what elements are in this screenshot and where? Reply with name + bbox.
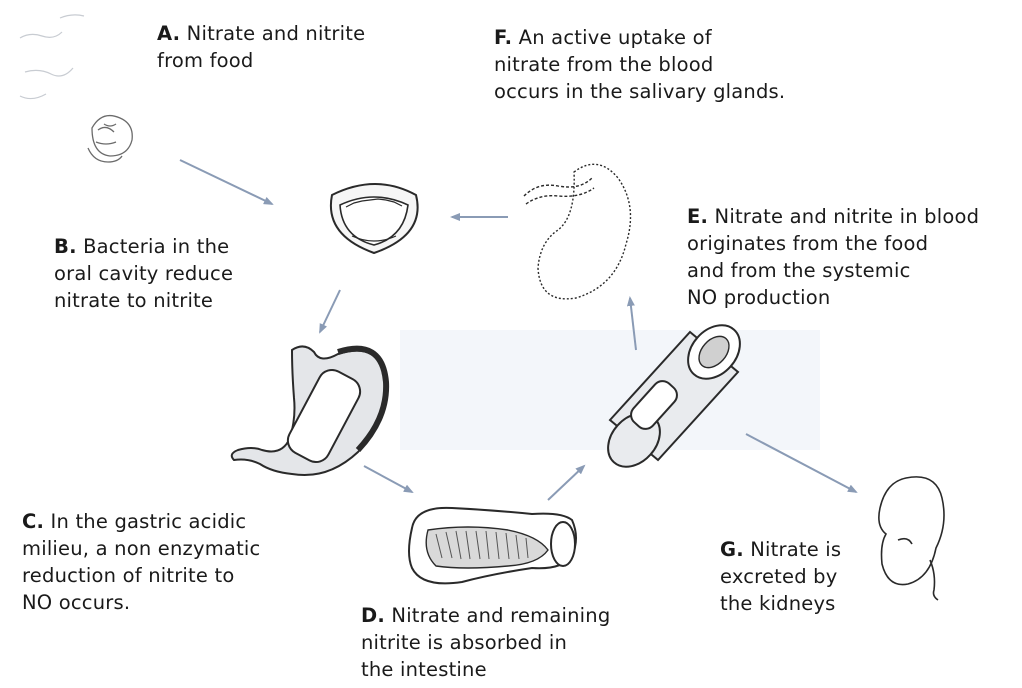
arrow-intestine-to-vessel [548, 466, 584, 500]
step-g-line-2: excreted by [720, 563, 841, 590]
step-g-line-1: Nitrate is [750, 538, 841, 561]
step-b-line-1: Bacteria in the [83, 235, 229, 258]
intestine-icon [409, 508, 576, 584]
scan-marks [20, 15, 84, 99]
step-e-letter: E. [687, 205, 708, 228]
step-a-line-1: Nitrate and nitrite [187, 22, 366, 45]
step-f-letter: F. [494, 26, 512, 49]
step-e-line-1: Nitrate and nitrite in blood [715, 205, 980, 228]
step-d-letter: D. [361, 604, 385, 627]
kidney-icon [879, 477, 944, 600]
step-g-line-3: the kidneys [720, 590, 841, 617]
step-c-line-4: NO occurs. [22, 589, 260, 616]
step-e-line-2: originates from the food [687, 230, 979, 257]
step-c-line-3: reduction of nitrite to [22, 562, 260, 589]
step-c-line-2: milieu, a non enzymatic [22, 535, 260, 562]
step-d-line-1: Nitrate and remaining [391, 604, 610, 627]
step-a-letter: A. [157, 22, 180, 45]
arrow-mouth-to-stomach [320, 290, 340, 332]
step-b-line-2: oral cavity reduce [54, 260, 233, 287]
step-f-line-3: occurs in the salivary glands. [494, 78, 785, 105]
mouth-icon [331, 184, 418, 253]
background-tint [400, 330, 820, 450]
step-a-label: A. Nitrate and nitrite from food [157, 20, 365, 74]
step-d-line-3: the intestine [361, 656, 610, 683]
stomach-icon [232, 346, 386, 475]
step-e-line-4: NO production [687, 284, 979, 311]
arrow-food-to-mouth [180, 160, 272, 204]
step-d-label: D. Nitrate and remaining nitrite is abso… [361, 602, 610, 683]
step-c-line-1: In the gastric acidic [51, 510, 247, 533]
step-g-letter: G. [720, 538, 744, 561]
step-b-label: B. Bacteria in the oral cavity reduce ni… [54, 233, 233, 314]
step-c-letter: C. [22, 510, 44, 533]
step-e-label: E. Nitrate and nitrite in blood originat… [687, 203, 979, 311]
step-f-label: F. An active uptake of nitrate from the … [494, 24, 785, 105]
step-a-line-2: from food [157, 47, 365, 74]
step-f-line-1: An active uptake of [519, 26, 712, 49]
salivary-gland-icon [524, 164, 631, 299]
step-b-line-3: nitrate to nitrite [54, 287, 233, 314]
step-g-label: G. Nitrate is excreted by the kidneys [720, 536, 841, 617]
step-d-line-2: nitrite is absorbed in [361, 629, 610, 656]
step-c-label: C. In the gastric acidic milieu, a non e… [22, 508, 260, 616]
step-e-line-3: and from the systemic [687, 257, 979, 284]
food-icon [88, 116, 132, 162]
arrow-stomach-to-intestine [364, 466, 412, 492]
step-b-letter: B. [54, 235, 77, 258]
step-f-line-2: nitrate from the blood [494, 51, 785, 78]
